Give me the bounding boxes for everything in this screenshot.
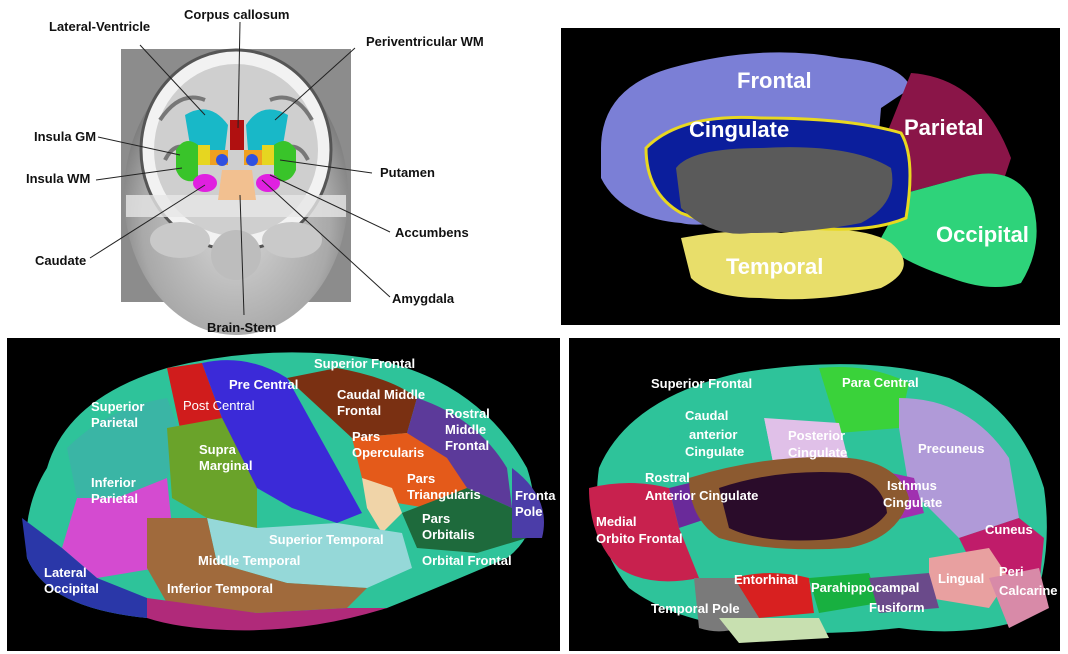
label-middle-temporal: Middle Temporal	[198, 553, 300, 569]
label-medial-orbito-frontal-2: Orbito Frontal	[596, 531, 683, 547]
panel-coronal-subcortical: Corpus callosum Lateral-Ventricle Perive…	[0, 0, 560, 335]
label-caudal-anterior-cingulate-1: Caudal	[685, 408, 728, 424]
label-rostral-anterior-cingulate-1: Rostral	[645, 470, 690, 486]
label-entorhinal: Entorhinal	[734, 572, 798, 588]
label-putamen: Putamen	[380, 165, 435, 180]
label-caudal-middle-frontal-2: Frontal	[337, 403, 381, 419]
label-fusiform: Fusiform	[869, 600, 925, 616]
coronal-head-image	[0, 0, 560, 335]
label-amygdala: Amygdala	[392, 291, 454, 306]
label-para-central: Para Central	[842, 375, 919, 391]
label-insula-gm: Insula GM	[34, 129, 96, 144]
label-caudal-middle-frontal-1: Caudal Middle	[337, 387, 425, 403]
label-cingulate: Cingulate	[689, 117, 789, 143]
label-superior-temporal: Superior Temporal	[269, 532, 384, 548]
label-isthmus-cingulate-1: Isthmus	[887, 478, 937, 494]
label-rostral-middle-frontal-2: Middle	[445, 422, 486, 438]
panel-lobes-medial: Frontal Cingulate Parietal Occipital Tem…	[561, 28, 1060, 325]
label-peri-calcarine-1: Peri	[999, 564, 1024, 580]
label-parahippocampal: Parahippocampal	[811, 580, 919, 596]
label-frontal: Frontal	[737, 68, 812, 94]
label-rostral-anterior-cingulate-2: Anterior Cingulate	[645, 488, 758, 504]
label-rostral-middle-frontal-1: Rostral	[445, 406, 490, 422]
label-accumbens: Accumbens	[395, 225, 469, 240]
panel-medial-parcellation: Superior Frontal Para Central Caudal ant…	[569, 338, 1060, 651]
medial-brain-image	[569, 338, 1060, 651]
label-caudal-anterior-cingulate-3: Cingulate	[685, 444, 744, 460]
label-precuneus: Precuneus	[918, 441, 984, 457]
label-pars-opercularis-2: Opercularis	[352, 445, 424, 461]
label-inferior-temporal: Inferior Temporal	[167, 581, 273, 597]
label-orbital-frontal: Orbital Frontal	[422, 553, 512, 569]
label-insula-wm: Insula WM	[26, 171, 90, 186]
label-caudal-anterior-cingulate-2: anterior	[689, 427, 737, 443]
label-lingual: Lingual	[938, 571, 984, 587]
label-rostral-middle-frontal-3: Frontal	[445, 438, 489, 454]
label-caudate: Caudate	[35, 253, 86, 268]
label-posterior-cingulate-1: Posterior	[788, 428, 845, 444]
label-pre-central: Pre Central	[229, 377, 298, 393]
label-superior-frontal: Superior Frontal	[314, 356, 415, 372]
label-frontal-pole-1: Fronta	[515, 488, 555, 504]
label-isthmus-cingulate-2: Cingulate	[883, 495, 942, 511]
label-cuneus: Cuneus	[985, 522, 1033, 538]
label-pars-triangularis-1: Pars	[407, 471, 435, 487]
label-post-central: Post Central	[183, 398, 255, 414]
label-corpus-callosum: Corpus callosum	[184, 7, 289, 22]
label-peri-calcarine-2: Calcarine	[999, 583, 1058, 599]
label-periventricular-wm: Periventricular WM	[366, 34, 484, 49]
label-superior-parietal-1: Superior	[91, 399, 144, 415]
label-occipital: Occipital	[936, 222, 1029, 248]
label-medial-orbito-frontal-1: Medial	[596, 514, 636, 530]
label-temporal-pole: Temporal Pole	[651, 601, 740, 617]
label-inferior-parietal-2: Parietal	[91, 491, 138, 507]
label-frontal-pole-2: Pole	[515, 504, 542, 520]
label-pars-opercularis-1: Pars	[352, 429, 380, 445]
label-parietal: Parietal	[904, 115, 984, 141]
label-superior-frontal: Superior Frontal	[651, 376, 752, 392]
label-superior-parietal-2: Parietal	[91, 415, 138, 431]
label-lateral-occipital-1: Lateral	[44, 565, 87, 581]
label-supra-marginal-1: Supra	[199, 442, 236, 458]
label-brain-stem: Brain-Stem	[207, 320, 276, 335]
panel-lateral-parcellation: Superior Frontal Pre Central Post Centra…	[7, 338, 560, 651]
label-lateral-ventricle: Lateral-Ventricle	[49, 19, 150, 34]
label-temporal: Temporal	[726, 254, 823, 280]
label-inferior-parietal-1: Inferior	[91, 475, 136, 491]
label-lateral-occipital-2: Occipital	[44, 581, 99, 597]
label-posterior-cingulate-2: Cingulate	[788, 445, 847, 461]
label-pars-triangularis-2: Triangularis	[407, 487, 481, 503]
label-pars-orbitalis-1: Pars	[422, 511, 450, 527]
label-pars-orbitalis-2: Orbitalis	[422, 527, 475, 543]
label-supra-marginal-2: Marginal	[199, 458, 252, 474]
